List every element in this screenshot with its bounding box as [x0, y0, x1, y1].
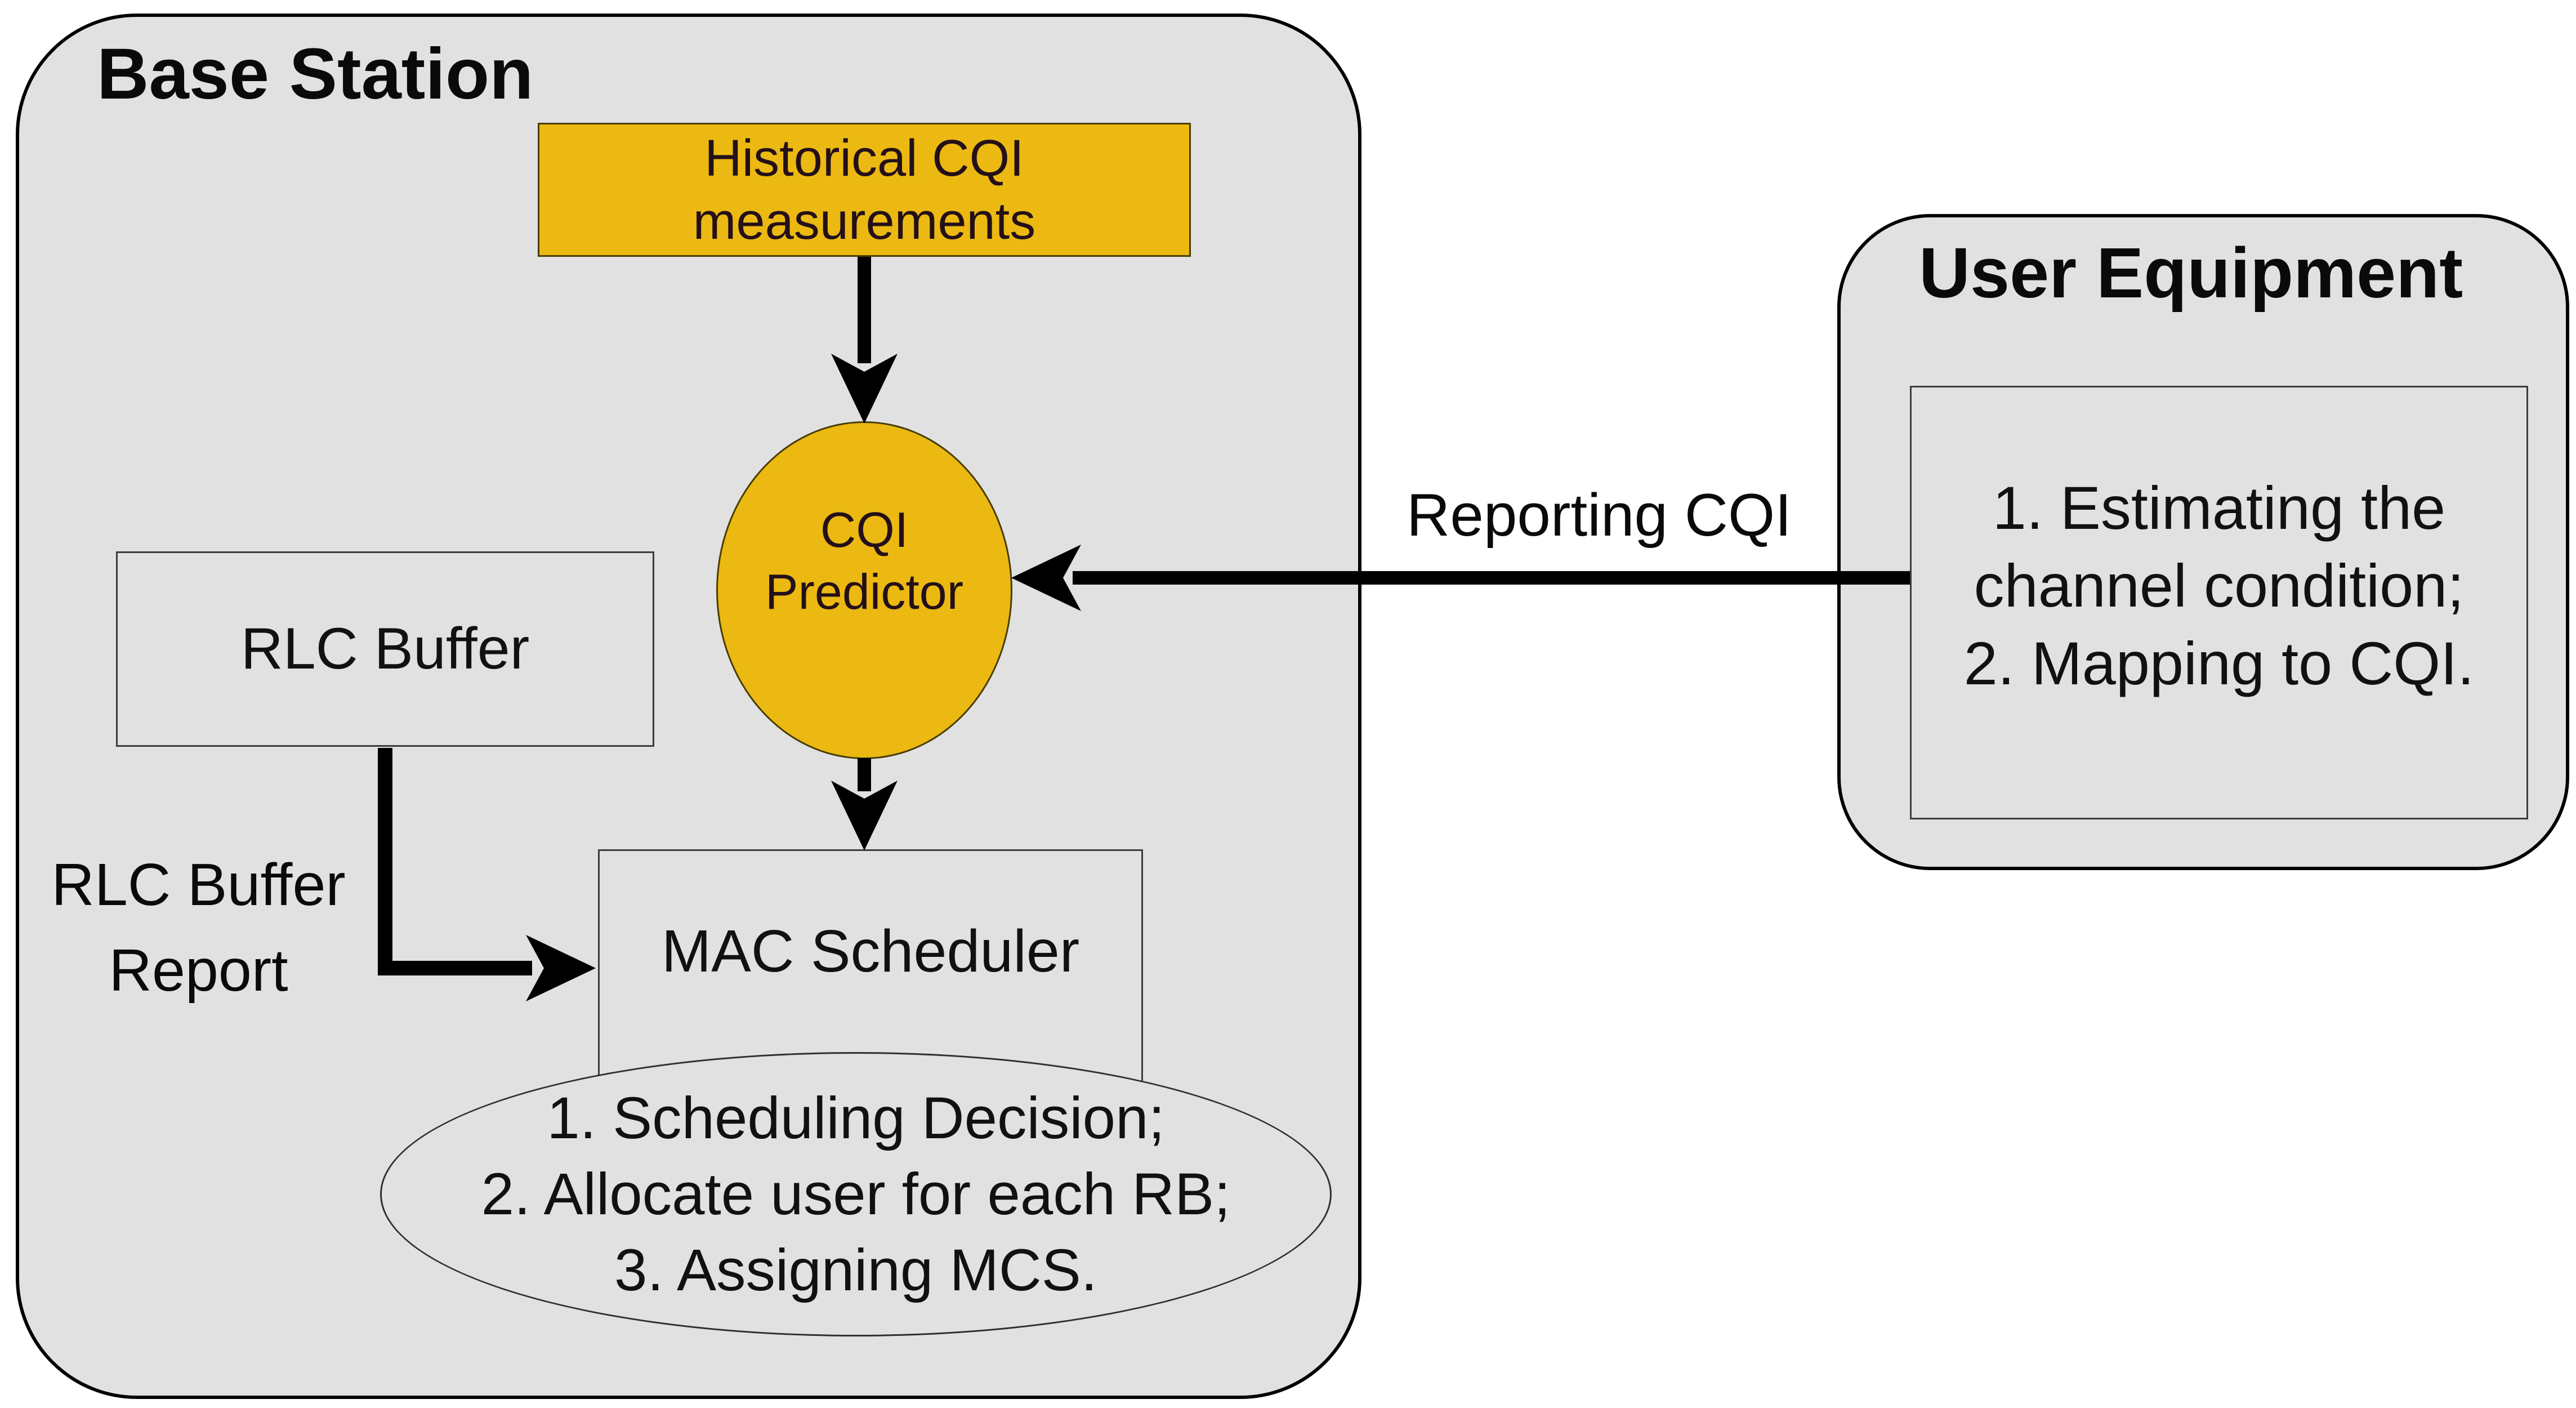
base-station-title: Base Station: [97, 34, 534, 114]
scheduler-task-3: 3. Assigning MCS.: [614, 1237, 1097, 1303]
scheduler-task-1: 1. Scheduling Decision;: [547, 1085, 1165, 1151]
historical-cqi-line2: measurements: [693, 193, 1036, 250]
ue-task-2: channel condition;: [1974, 551, 2465, 620]
scheduler-tasks-ellipse: 1. Scheduling Decision; 2. Allocate user…: [380, 1052, 1332, 1336]
scheduler-task-2: 2. Allocate user for each RB;: [481, 1161, 1231, 1227]
rlc-buffer-report-line1: RLC Buffer: [51, 852, 346, 918]
mac-scheduler-label: MAC Scheduler: [661, 918, 1080, 984]
reporting-cqi-label: Reporting CQI: [1407, 481, 1792, 549]
rlc-buffer-report-label: RLC Buffer Report: [23, 842, 374, 1013]
historical-cqi-box: Historical CQI measurements: [538, 123, 1191, 257]
cqi-predictor-line2: Predictor: [765, 563, 964, 620]
ue-tasks-box: 1. Estimating the channel condition; 2. …: [1910, 386, 2528, 819]
user-equipment-title: User Equipment: [1919, 233, 2463, 313]
ue-task-1: 1. Estimating the: [1992, 474, 2446, 542]
ue-task-3: 2. Mapping to CQI.: [1963, 629, 2475, 697]
rlc-buffer-box: RLC Buffer: [116, 551, 654, 747]
rlc-buffer-label: RLC Buffer: [240, 616, 530, 681]
cqi-predictor-circle: CQI Predictor: [716, 421, 1012, 759]
rlc-buffer-report-line2: Report: [109, 937, 288, 1004]
cqi-predictor-line1: CQI: [820, 501, 909, 558]
historical-cqi-line1: Historical CQI: [704, 130, 1024, 187]
